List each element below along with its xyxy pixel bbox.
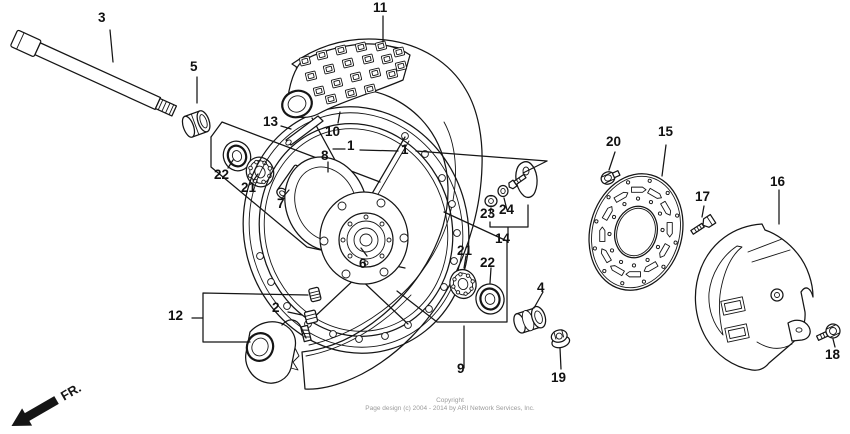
callout-2[interactable]: 2 — [272, 300, 280, 315]
hub-drawing — [284, 156, 409, 285]
callout-21-right[interactable]: 21 — [457, 243, 473, 258]
callout-20[interactable]: 20 — [606, 134, 622, 149]
callout-10[interactable]: 10 — [325, 124, 341, 139]
wheel-bearing-right-drawing — [449, 268, 477, 300]
callout-19[interactable]: 19 — [551, 370, 567, 385]
callout-21-left[interactable]: 21 — [241, 180, 257, 195]
axle-collar-drawing — [181, 110, 211, 138]
callout-12[interactable]: 12 — [168, 308, 184, 323]
callout-4[interactable]: 4 — [537, 280, 545, 295]
disc-guard-drawing — [694, 223, 814, 371]
valve-stem-drawing — [300, 286, 322, 343]
callout-17[interactable]: 17 — [695, 189, 711, 204]
callout-23[interactable]: 23 — [480, 206, 496, 221]
spoke-nipples — [256, 132, 461, 343]
callout-15[interactable]: 15 — [658, 124, 674, 139]
callout-leader-lines — [109, 15, 836, 370]
guard-mount-bolt-drawing — [815, 323, 841, 341]
fr-label: FR. — [58, 380, 84, 403]
callout-16[interactable]: 16 — [770, 174, 786, 189]
callout-13[interactable]: 13 — [263, 114, 279, 129]
callout-9[interactable]: 9 — [457, 361, 465, 376]
axle-nut-drawing — [550, 329, 571, 349]
callout-18[interactable]: 18 — [825, 347, 841, 362]
disc-outer-holes — [592, 178, 680, 286]
copyright-line-1: Copyright — [436, 397, 464, 404]
axle-shaft-drawing — [10, 29, 178, 117]
callout-8[interactable]: 8 — [321, 148, 329, 163]
side-collar-drawing — [513, 305, 547, 334]
copyright-line-2: Page design (c) 2004 - 2014 by ARI Netwo… — [365, 405, 535, 412]
tire-tread-cross-section-drawing — [281, 40, 411, 119]
callout-22-right[interactable]: 22 — [480, 255, 496, 270]
callout-7[interactable]: 7 — [277, 196, 285, 211]
rim-band-drawing — [285, 115, 324, 146]
dust-seal-right-drawing — [475, 283, 505, 315]
callout-14[interactable]: 14 — [495, 231, 511, 246]
hose-stay-drawing — [484, 161, 538, 208]
front-direction-arrow: FR. — [11, 380, 84, 426]
callout-5[interactable]: 5 — [190, 59, 198, 74]
dust-seal-left-drawing — [222, 140, 252, 172]
callout-1-left[interactable]: 1 — [347, 138, 355, 153]
right-bearing-panel-outline — [396, 211, 508, 323]
callout-22-left[interactable]: 22 — [214, 167, 230, 182]
callout-1-right[interactable]: 1 — [401, 142, 409, 157]
copyright-notice: Copyright Page design (c) 2004 - 2014 by… — [300, 397, 600, 413]
callout-11[interactable]: 11 — [373, 0, 388, 15]
disc-bolt-drawing — [600, 170, 621, 185]
rim-lock-drawing — [245, 319, 307, 384]
callout-3[interactable]: 3 — [98, 10, 106, 25]
callout-6[interactable]: 6 — [359, 256, 367, 271]
guard-bolt-drawing — [690, 213, 717, 235]
callout-24[interactable]: 24 — [499, 202, 515, 217]
brake-disc-drawing — [588, 173, 684, 291]
